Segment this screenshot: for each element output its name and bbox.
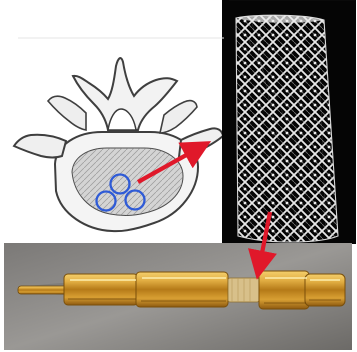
vertebra-illustration (14, 58, 223, 231)
brass-fixture-photo (4, 243, 352, 350)
porous-scaffold-micro-ct-render (222, 0, 356, 244)
